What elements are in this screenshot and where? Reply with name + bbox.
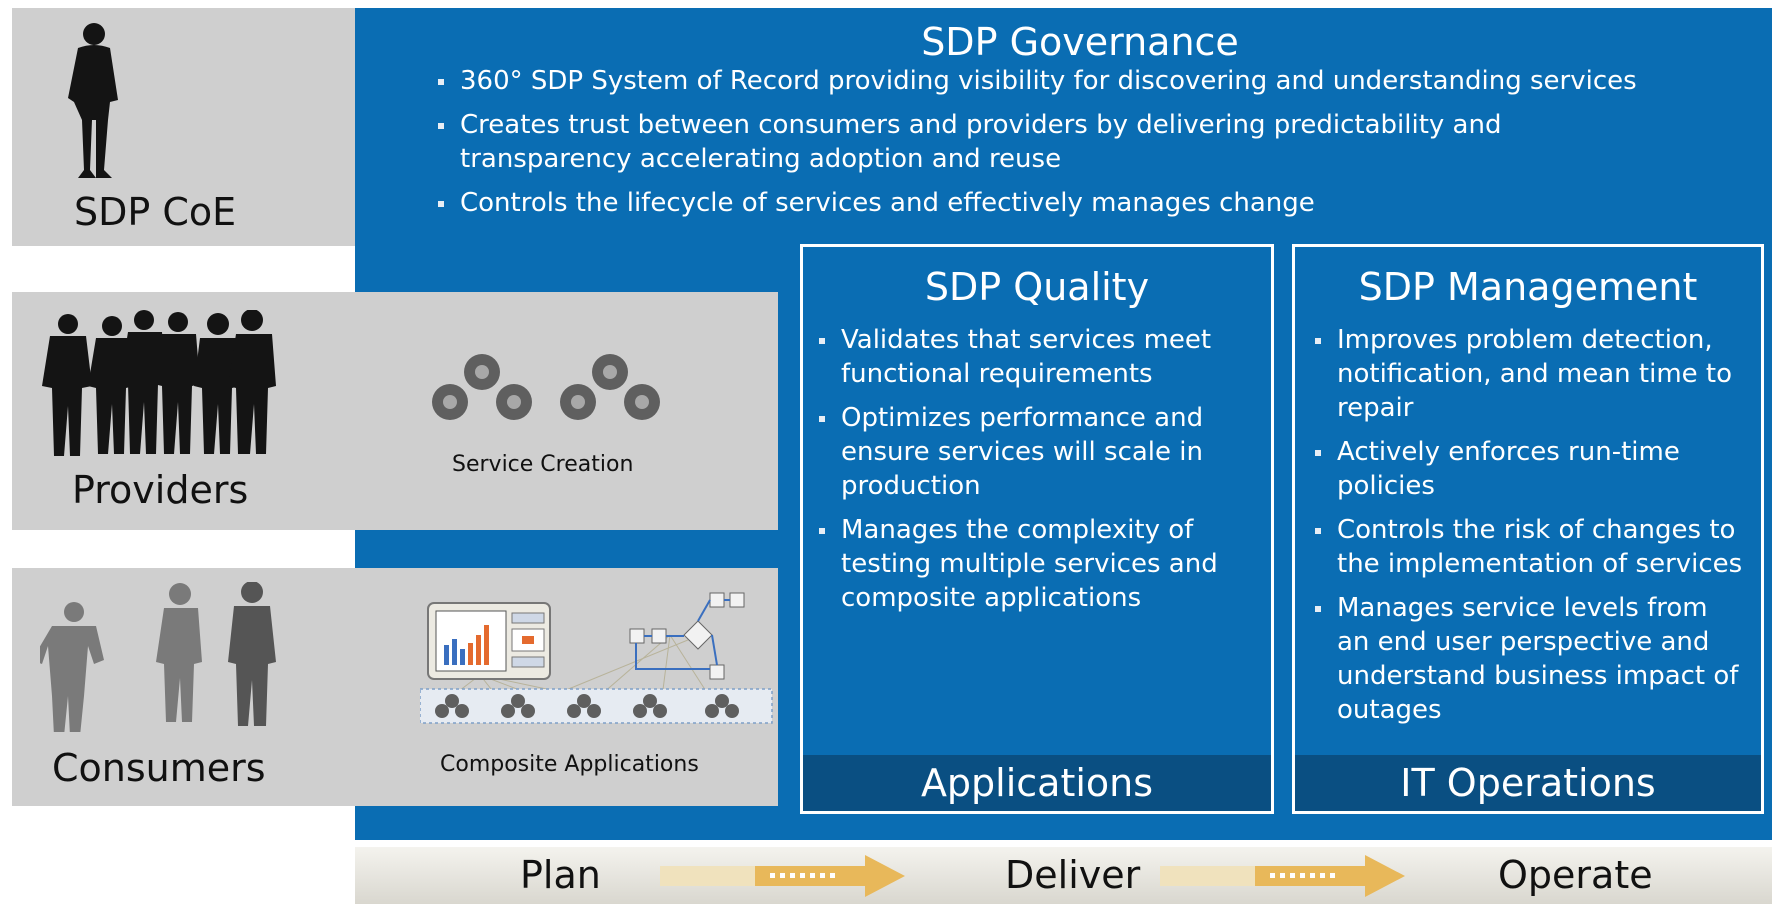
coe-band bbox=[12, 8, 355, 246]
management-title: SDP Management bbox=[1358, 265, 1698, 309]
phase-row: Plan Deliver Operate bbox=[355, 847, 1772, 904]
providers-group-icon bbox=[42, 310, 276, 456]
service-creation-label: Service Creation bbox=[452, 452, 634, 477]
quality-bullet: Validates that services meet functional … bbox=[817, 323, 1249, 391]
management-bullet: Controls the risk of changes to the impl… bbox=[1313, 513, 1747, 581]
phase-plan: Plan bbox=[520, 853, 601, 897]
management-bullet: Manages service levels from an end user … bbox=[1313, 591, 1747, 727]
management-bullet: Improves problem detection, notification… bbox=[1313, 323, 1747, 425]
consumers-label: Consumers bbox=[52, 746, 266, 790]
arrow-right-icon bbox=[660, 855, 905, 897]
it-operations-footer: IT Operations bbox=[1295, 755, 1761, 811]
governance-bullets: 360° SDP System of Record providing visi… bbox=[436, 64, 1676, 230]
coe-person-icon bbox=[68, 23, 118, 178]
governance-bullet: Creates trust between consumers and prov… bbox=[436, 108, 1676, 176]
arrow-right-icon bbox=[1160, 855, 1405, 897]
management-box: SDP Management Improves problem detectio… bbox=[1292, 244, 1764, 814]
service-gears-icon bbox=[432, 354, 660, 420]
governance-bullet: 360° SDP System of Record providing visi… bbox=[436, 64, 1676, 98]
quality-title: SDP Quality bbox=[924, 265, 1150, 309]
composite-apps-diagram bbox=[420, 592, 773, 724]
composite-applications-label: Composite Applications bbox=[440, 752, 699, 777]
consumers-group-icon bbox=[40, 582, 276, 732]
quality-box: SDP Quality Validates that services meet… bbox=[800, 244, 1274, 814]
governance-bullet: Controls the lifecycle of services and e… bbox=[436, 186, 1676, 220]
consumers-band bbox=[12, 568, 778, 806]
providers-label: Providers bbox=[72, 468, 249, 512]
phase-deliver: Deliver bbox=[1005, 853, 1141, 897]
phase-operate: Operate bbox=[1498, 853, 1653, 897]
management-bullets: Improves problem detection, notification… bbox=[1313, 323, 1747, 727]
coe-label: SDP CoE bbox=[74, 190, 237, 234]
governance-title: SDP Governance bbox=[921, 20, 1239, 64]
quality-bullets: Validates that services meet functional … bbox=[817, 323, 1249, 615]
quality-bullet: Optimizes performance and ensure service… bbox=[817, 401, 1249, 503]
applications-footer: Applications bbox=[803, 755, 1271, 811]
quality-bullet: Manages the complexity of testing multip… bbox=[817, 513, 1249, 615]
management-bullet: Actively enforces run-time policies bbox=[1313, 435, 1747, 503]
